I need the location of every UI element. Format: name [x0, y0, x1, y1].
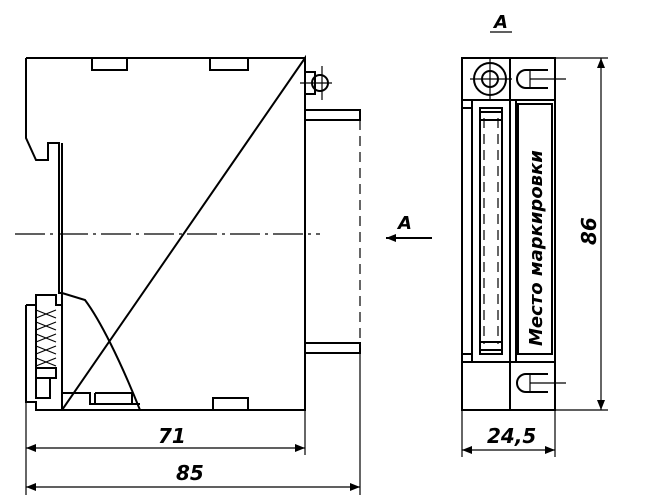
din-rail-clip-bottom	[305, 342, 361, 354]
side-view: 71 85 A	[15, 54, 432, 495]
bottom-latch	[212, 397, 249, 411]
din-rail-clip-top	[305, 109, 361, 121]
view-title: A	[492, 12, 508, 33]
marking-area-label: Место маркировки	[526, 150, 547, 346]
dim-text-85: 85	[176, 461, 204, 485]
mount-hole-bottom	[516, 373, 566, 393]
dim-text-86: 86	[577, 217, 601, 245]
marking-area-box	[517, 103, 553, 355]
dim-text-24-5: 24,5	[487, 424, 536, 448]
top-latch-left	[91, 57, 128, 71]
view-arrow-label: A	[396, 213, 412, 234]
front-left-rail	[461, 107, 473, 355]
terminal-block	[25, 294, 62, 411]
front-view: A Ме	[461, 12, 608, 457]
inner-cover	[61, 292, 141, 411]
mount-hole-top	[516, 69, 566, 89]
dim-text-71: 71	[158, 424, 186, 448]
top-latch-right	[209, 57, 249, 71]
front-inner-channel	[479, 107, 503, 355]
